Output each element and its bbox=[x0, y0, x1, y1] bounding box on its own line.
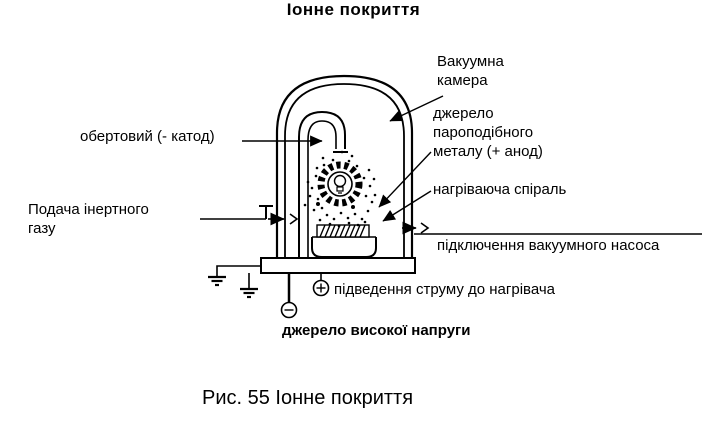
label-heater-current: підведення струму до нагрівача bbox=[334, 281, 556, 298]
label-metal-source: джерело пароподібного металу (+ анод) bbox=[433, 105, 543, 160]
heating-spiral-hatch bbox=[316, 224, 370, 238]
plus-terminal-icon bbox=[312, 273, 330, 297]
metal-vapor-dots bbox=[303, 150, 377, 228]
pointer-line-heating-spiral bbox=[382, 190, 432, 222]
label-high-voltage: джерело високої напруги bbox=[282, 322, 471, 339]
pointer-line-metal-source bbox=[378, 151, 432, 208]
pointer-line-vacuum-chamber bbox=[389, 95, 444, 122]
bulb-icon bbox=[333, 174, 347, 188]
crucible-anode bbox=[311, 236, 377, 258]
label-vacuum-chamber: Вакуумна камера bbox=[437, 53, 504, 89]
base-plate bbox=[260, 257, 416, 274]
vacuum-outlet-arrow bbox=[402, 221, 702, 235]
ground-icon bbox=[208, 265, 261, 287]
figure-caption: Рис. 55 Іонне покриття bbox=[202, 387, 414, 409]
gas-inlet-valve-icon bbox=[200, 205, 299, 226]
minus-terminal-icon bbox=[280, 273, 298, 319]
diagram-title: Іонне покриття bbox=[286, 0, 421, 19]
label-vacuum-pump: підключення вакуумного насоса bbox=[437, 237, 660, 254]
label-rotating-cathode: обертовий (- катод) bbox=[80, 128, 215, 145]
cathode-tube bbox=[298, 110, 348, 258]
label-heating-spiral: нагріваюча спіраль bbox=[433, 181, 567, 198]
label-inert-gas: Подача інертного газу bbox=[28, 201, 149, 237]
ground-icon bbox=[240, 273, 258, 299]
rotating-cathode-gear bbox=[317, 161, 363, 207]
